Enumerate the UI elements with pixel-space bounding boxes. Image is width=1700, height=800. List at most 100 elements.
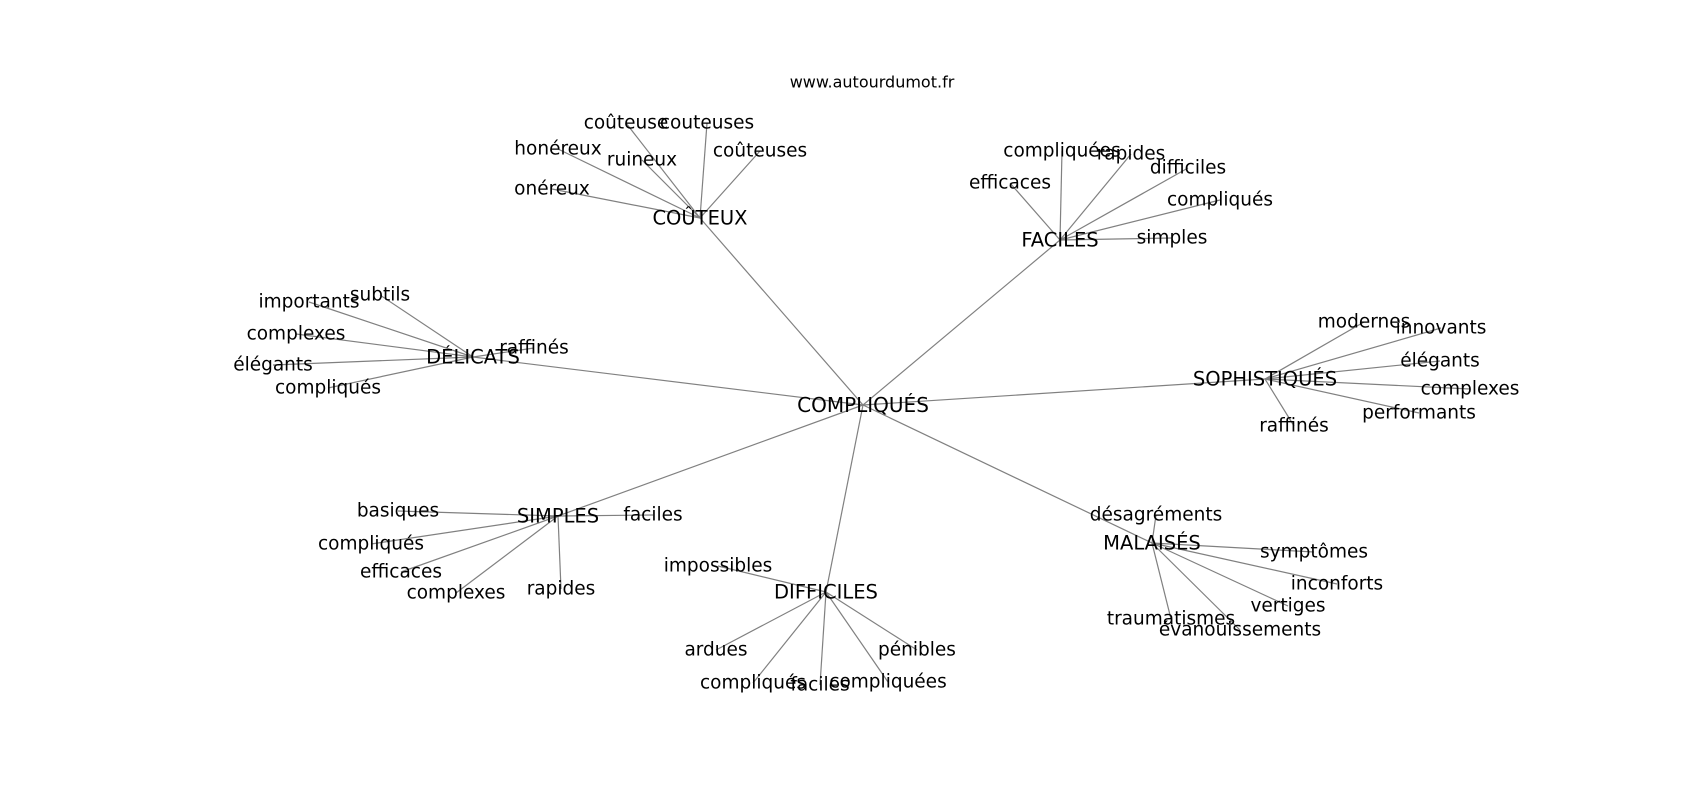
hub-node-delicats[interactable]: DÉLICATS xyxy=(426,346,520,369)
leaf-node-ardues[interactable]: ardues xyxy=(684,640,747,661)
edge-sophistiques-modernes xyxy=(1264,321,1365,380)
edge-faciles-difficiles xyxy=(1059,167,1189,241)
leaf-node-complexes[interactable]: complexes xyxy=(1421,379,1520,400)
edge-malaises-vertiges xyxy=(1151,542,1289,607)
leaf-node-difficiles[interactable]: difficiles xyxy=(1150,158,1226,179)
edge-malaises-evanouissements xyxy=(1151,542,1241,631)
leaf-node-compliquees[interactable]: compliquées xyxy=(829,672,946,693)
edge-center-delicats xyxy=(472,356,864,406)
leaf-node-rapides[interactable]: rapides xyxy=(1097,144,1166,165)
leaf-node-performants[interactable]: performants xyxy=(1362,403,1476,424)
edge-malaises-symptomes xyxy=(1151,542,1315,553)
edge-difficiles-penibles xyxy=(825,591,918,651)
leaf-node-raffines[interactable]: raffinés xyxy=(1259,416,1329,437)
hub-node-difficiles[interactable]: DIFFICILES xyxy=(774,581,878,604)
leaf-node-ruineux[interactable]: ruineux xyxy=(607,150,677,171)
edge-faciles-efficaces xyxy=(1009,182,1061,241)
edge-simples-efficaces xyxy=(400,515,559,573)
leaf-node-elegants[interactable]: élégants xyxy=(233,355,313,376)
graph-edges xyxy=(272,122,1471,686)
edge-delicats-compliques xyxy=(327,356,474,389)
leaf-node-complexes[interactable]: complexes xyxy=(247,324,346,345)
edge-malaises-desagrements xyxy=(1151,514,1157,544)
leaf-node-inconforts[interactable]: inconforts xyxy=(1291,574,1383,595)
leaf-node-honereux[interactable]: honéreux xyxy=(514,139,601,160)
leaf-node-modernes[interactable]: modernes xyxy=(1318,312,1411,333)
edge-sophistiques-raffines xyxy=(1264,378,1295,427)
leaf-node-compliquees[interactable]: compliquées xyxy=(1003,141,1120,162)
hub-node-couteux[interactable]: COÛTEUX xyxy=(652,206,747,230)
edge-simples-complexes xyxy=(455,515,559,594)
hub-node-malaises[interactable]: MALAISÉS xyxy=(1103,532,1201,555)
leaf-node-simples[interactable]: simples xyxy=(1137,228,1208,249)
leaf-node-basiques[interactable]: basiques xyxy=(357,501,439,522)
edge-sophistiques-elegants xyxy=(1264,360,1441,380)
edge-couteux-couteuses xyxy=(699,122,708,219)
edge-delicats-raffines xyxy=(472,347,535,358)
edge-malaises-traumatismes xyxy=(1151,542,1172,620)
leaf-node-innovants[interactable]: innovants xyxy=(1396,318,1487,339)
edge-couteux-couteuse xyxy=(625,122,701,219)
leaf-node-couteuse[interactable]: coûteuse xyxy=(584,113,669,134)
leaf-node-symptomes[interactable]: symptômes xyxy=(1260,542,1368,563)
leaf-node-compliques[interactable]: compliqués xyxy=(318,534,424,555)
leaf-node-vertiges[interactable]: vertiges xyxy=(1250,596,1325,617)
leaf-node-traumatismes[interactable]: traumatismes xyxy=(1107,609,1235,630)
edge-sophistiques-performants xyxy=(1264,378,1420,414)
edge-difficiles-compliquees xyxy=(825,591,889,683)
edge-couteux-ruineux xyxy=(641,159,701,219)
leaf-node-couteuses[interactable]: couteuses xyxy=(660,113,754,134)
edge-center-difficiles xyxy=(825,404,864,593)
graph-labels: www.autourdumot.fr COMPLIQUÉS coûteuseco… xyxy=(233,73,1519,696)
leaf-node-elegants[interactable]: élégants xyxy=(1400,351,1480,372)
edge-difficiles-compliques xyxy=(752,591,827,684)
center-node[interactable]: COMPLIQUÉS xyxy=(797,393,929,417)
source-link[interactable]: www.autourdumot.fr xyxy=(790,73,955,92)
edge-difficiles-ardues xyxy=(715,591,827,651)
leaf-node-compliques[interactable]: compliqués xyxy=(700,673,806,694)
hub-node-faciles[interactable]: FACILES xyxy=(1021,229,1098,252)
edge-delicats-complexes xyxy=(295,333,474,358)
edge-faciles-simples xyxy=(1059,237,1173,241)
leaf-node-importants[interactable]: importants xyxy=(258,292,359,313)
leaf-node-faciles[interactable]: faciles xyxy=(623,505,682,526)
edge-simples-compliques xyxy=(370,515,559,545)
edge-center-faciles xyxy=(862,239,1061,406)
edge-difficiles-impossibles xyxy=(717,565,827,593)
edge-malaises-inconforts xyxy=(1151,542,1338,585)
hub-node-sophistiques[interactable]: SOPHISTIQUÉS xyxy=(1193,368,1337,391)
edge-delicats-importants xyxy=(308,301,474,358)
edge-difficiles-faciles xyxy=(819,591,827,686)
edge-sophistiques-innovants xyxy=(1264,327,1442,380)
edge-center-couteux xyxy=(699,217,864,406)
leaf-node-desagrements[interactable]: désagréments xyxy=(1090,505,1222,526)
leaf-node-impossibles[interactable]: impossibles xyxy=(664,556,773,577)
leaf-node-evanouissements[interactable]: évanouissements xyxy=(1159,620,1321,641)
leaf-node-efficaces[interactable]: efficaces xyxy=(969,173,1051,194)
edge-couteux-onereux xyxy=(551,188,701,219)
leaf-node-penibles[interactable]: pénibles xyxy=(878,640,956,661)
leaf-node-couteuses[interactable]: coûteuses xyxy=(713,141,807,162)
leaf-node-raffines[interactable]: raffinés xyxy=(499,338,569,359)
edge-sophistiques-complexes xyxy=(1264,378,1471,390)
leaf-node-rapides[interactable]: rapides xyxy=(527,579,596,600)
edge-couteux-honereux xyxy=(557,148,701,219)
edge-center-malaises xyxy=(862,404,1153,544)
edge-simples-faciles xyxy=(557,514,654,517)
leaf-node-subtils[interactable]: subtils xyxy=(350,285,410,306)
leaf-node-onereux[interactable]: onéreux xyxy=(514,179,590,200)
edge-center-simples xyxy=(557,404,864,517)
leaf-node-compliques[interactable]: compliqués xyxy=(275,378,381,399)
leaf-node-faciles[interactable]: faciles xyxy=(790,675,849,696)
edge-simples-basiques xyxy=(397,510,559,517)
leaf-node-complexes[interactable]: complexes xyxy=(407,583,506,604)
hub-node-simples[interactable]: SIMPLES xyxy=(517,505,599,528)
edge-couteux-couteuses xyxy=(699,150,761,219)
leaf-node-compliques[interactable]: compliqués xyxy=(1167,190,1273,211)
edge-faciles-compliquees xyxy=(1059,150,1063,241)
edge-center-sophistiques xyxy=(862,378,1266,406)
edge-faciles-compliques xyxy=(1059,199,1221,241)
edge-delicats-elegants xyxy=(272,356,474,366)
leaf-node-efficaces[interactable]: efficaces xyxy=(360,562,442,583)
